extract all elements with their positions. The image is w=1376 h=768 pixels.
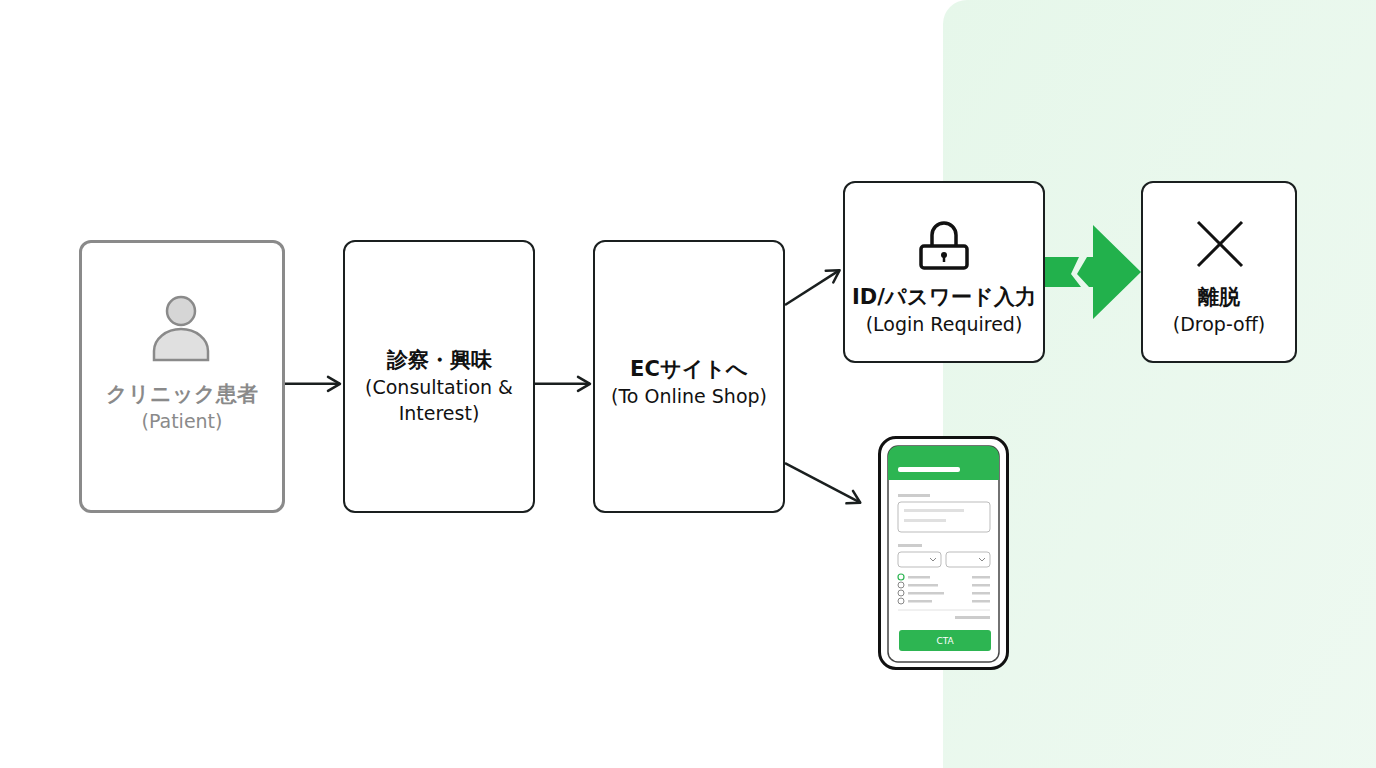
option-line (972, 576, 990, 579)
form-select (946, 552, 990, 567)
form-label (898, 494, 930, 497)
lock-shackle (932, 223, 956, 247)
text-stack: ECサイトへ(To Online Shop) (595, 355, 783, 409)
text-stack: クリニック患者(Patient) (82, 380, 282, 434)
text-stack: 離脱(Drop-off) (1143, 283, 1295, 337)
screen-header (888, 446, 999, 480)
person-head (167, 297, 195, 325)
flow-arrow (535, 383, 590, 384)
dropoff-box: 離脱(Drop-off) (1141, 181, 1297, 363)
edge-layer (285, 225, 1141, 503)
text-stack: 診察・興味(Consultation & Interest) (345, 346, 533, 426)
node-subtitle: (Consultation & Interest) (364, 374, 514, 426)
actor-box: クリニック患者(Patient) (79, 240, 285, 513)
login-box: ID/パスワード入力(Login Required) (843, 181, 1045, 363)
header-bar (898, 467, 960, 472)
process-box: 診察・興味(Consultation & Interest) (343, 240, 535, 513)
total-line (955, 616, 990, 619)
connector-line (535, 383, 590, 386)
cross-icon (1198, 222, 1242, 266)
option-line (908, 576, 930, 579)
option-line (972, 600, 990, 603)
flow-arrow (785, 270, 840, 305)
node-title: 離脱 (1198, 283, 1240, 311)
connector-line (285, 383, 340, 386)
select-chevron (930, 558, 936, 561)
flow-arrow (785, 463, 860, 503)
input-line (904, 509, 964, 512)
separator-line (898, 610, 990, 611)
node-subtitle: (Drop-off) (1173, 311, 1265, 337)
screen-frame (888, 446, 999, 662)
cross-stroke (1198, 222, 1242, 266)
lock-body (921, 246, 967, 268)
connector-line (785, 270, 840, 305)
person-icon (154, 297, 208, 360)
form-input (898, 502, 990, 532)
connector-line (785, 463, 860, 503)
option-line (908, 584, 938, 587)
arrow-segment (1045, 257, 1081, 287)
phone-screen (888, 446, 999, 662)
phone-mockup: CTA (878, 436, 1009, 670)
process-box: ECサイトへ(To Online Shop) (593, 240, 785, 513)
input-line (904, 519, 946, 522)
radio-button (898, 598, 904, 604)
lock-keyhole (941, 252, 947, 258)
cross-stroke (1198, 222, 1242, 266)
lock-keyhole-slot (943, 255, 946, 262)
person-body (154, 329, 208, 360)
arrow-segment (1077, 225, 1141, 319)
radio-button (898, 590, 904, 596)
dropoff-arrow (1045, 225, 1141, 319)
lock-icon (921, 223, 967, 268)
option-line (908, 600, 932, 603)
flow-arrow (285, 383, 340, 384)
node-subtitle: (To Online Shop) (611, 383, 767, 409)
radio-button (898, 574, 904, 580)
radio-button (898, 582, 904, 588)
cta-button: CTA (899, 630, 991, 651)
option-line (908, 592, 944, 595)
option-line (972, 584, 990, 587)
form-select (898, 552, 941, 567)
text-stack: ID/パスワード入力(Login Required) (845, 283, 1043, 337)
button-label: CTA (936, 636, 953, 646)
form-label (898, 544, 922, 547)
node-title: 診察・興味 (387, 346, 492, 374)
node-title: ECサイトへ (630, 355, 748, 383)
node-title: クリニック患者 (106, 380, 258, 408)
node-subtitle: (Login Required) (866, 311, 1023, 337)
option-line (972, 592, 990, 595)
node-subtitle: (Patient) (142, 408, 223, 434)
node-title: ID/パスワード入力 (852, 283, 1036, 311)
select-chevron (979, 558, 985, 561)
